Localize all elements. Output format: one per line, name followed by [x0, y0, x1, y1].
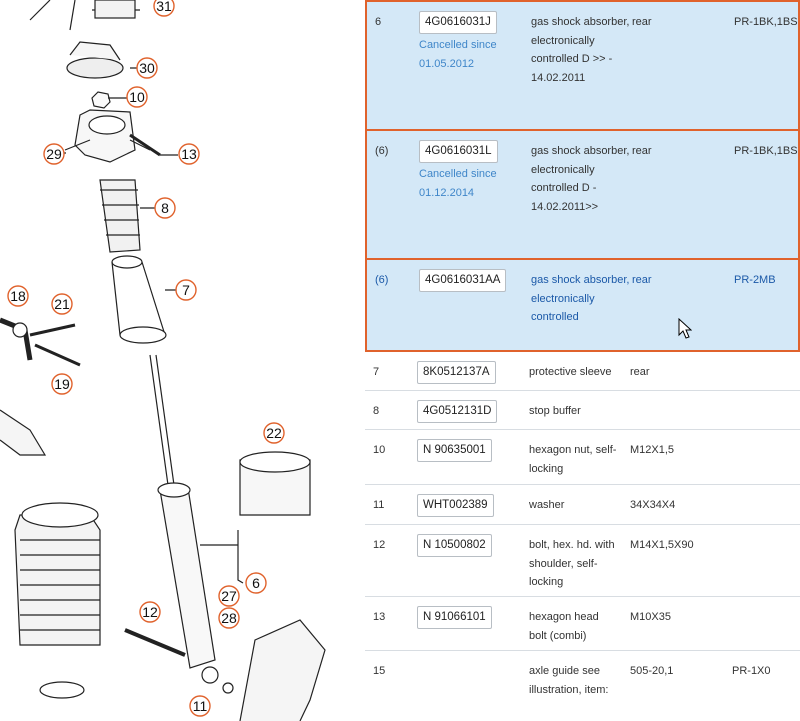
description-cell: axle guide see illustration, item: [529, 665, 609, 696]
remark-cell: 34X34X4 [630, 499, 676, 511]
description-cell: protective sleeve [529, 366, 612, 378]
callout-28: 28 [221, 610, 237, 626]
table-row[interactable]: 11 WHT002389 washer 34X34X4 [365, 485, 800, 525]
remark-cell: 505-20,1 [630, 665, 674, 677]
part-number-field[interactable]: 4G0616031L [419, 140, 498, 163]
part-number-field[interactable]: 4G0512131D [417, 400, 498, 423]
position-cell: 15 [373, 665, 386, 677]
position-cell: 8 [373, 405, 380, 417]
part-number-field[interactable]: N 10500802 [417, 534, 492, 557]
callout-7: 7 [182, 282, 190, 298]
remark-cell: M12X1,5 [630, 444, 675, 456]
description-cell: gas shock absorber, electronically contr… [531, 16, 630, 84]
callout-30: 30 [139, 60, 155, 76]
description-cell: bolt, hex. hd. with shoulder, self-locki… [529, 539, 615, 588]
table-row-hovered[interactable]: (6) 4G0616031AA gas shock absorber, elec… [365, 260, 800, 352]
callout-10: 10 [129, 89, 145, 105]
table-row[interactable]: (6) 4G0616031L Cancelled since 01.12.201… [365, 131, 800, 260]
description-cell: stop buffer [529, 405, 581, 417]
position-cell: (6) [375, 274, 389, 286]
table-row[interactable]: 12 N 10500802 bolt, hex. hd. with should… [365, 525, 800, 597]
table-row[interactable]: 15 axle guide see illustration, item: 50… [365, 651, 800, 721]
cancelled-status: Cancelled since 01.12.2014 [419, 168, 497, 199]
callout-21: 21 [54, 296, 70, 312]
position-cell: 11 [373, 499, 385, 511]
table-row[interactable]: 10 N 90635001 hexagon nut, self-locking … [365, 430, 800, 485]
description-cell: gas shock absorber, electronically contr… [531, 274, 630, 323]
description-cell: washer [529, 499, 565, 511]
position-cell: 13 [373, 611, 386, 623]
table-row[interactable]: 7 8K0512137A protective sleeve rear [365, 352, 800, 391]
callout-13: 13 [181, 146, 197, 162]
callout-22: 22 [266, 425, 282, 441]
callout-27: 27 [221, 588, 237, 604]
remark-cell: rear [632, 145, 652, 157]
position-cell: 7 [373, 366, 380, 378]
remark-cell: rear [632, 16, 652, 28]
parts-table: 6 4G0616031J Cancelled since 01.05.2012 … [365, 0, 800, 721]
description-cell: hexagon nut, self-locking [529, 444, 617, 475]
position-cell: 12 [373, 539, 386, 551]
pr-code-cell: PR-2MB [734, 274, 776, 286]
exploded-view-diagram: 31 30 10 13 29 8 7 18 21 19 22 6 27 28 1… [0, 0, 365, 721]
description-cell: gas shock absorber, electronically contr… [531, 145, 630, 213]
description-cell: hexagon head bolt (combi) [529, 611, 599, 642]
part-number-field[interactable]: N 90635001 [417, 439, 492, 462]
callout-19: 19 [54, 376, 70, 392]
position-cell: 10 [373, 444, 386, 456]
position-cell: 6 [375, 16, 382, 28]
table-row[interactable]: 6 4G0616031J Cancelled since 01.05.2012 … [365, 0, 800, 131]
position-cell: (6) [375, 145, 389, 157]
cancelled-status: Cancelled since 01.05.2012 [419, 39, 497, 70]
callout-12: 12 [142, 604, 158, 620]
part-number-field[interactable]: N 91066101 [417, 606, 492, 629]
callout-18: 18 [10, 288, 26, 304]
suspension-illustration: 31 30 10 13 29 8 7 18 21 19 22 6 27 28 1… [0, 0, 326, 721]
callout-29: 29 [46, 146, 62, 162]
callout-8: 8 [161, 200, 169, 216]
part-number-field[interactable]: 4G0616031J [419, 11, 497, 34]
mouse-pointer-icon [678, 318, 692, 339]
table-row[interactable]: 13 N 91066101 hexagon head bolt (combi) … [365, 597, 800, 651]
part-number-field[interactable]: 4G0616031AA [419, 269, 507, 292]
remark-cell: M10X35 [630, 611, 671, 623]
remark-cell: rear [630, 366, 650, 378]
pr-code-cell: PR-1X0 [732, 665, 771, 677]
table-row[interactable]: 8 4G0512131D stop buffer [365, 391, 800, 430]
part-number-field[interactable]: 8K0512137A [417, 361, 496, 384]
pr-code-cell: PR-1BK,1BS [734, 145, 798, 157]
callout-11: 11 [193, 698, 208, 714]
callout-6: 6 [252, 575, 260, 591]
pr-code-cell: PR-1BK,1BS [734, 16, 798, 28]
remark-cell: M14X1,5X90 [630, 539, 694, 551]
callout-31: 31 [156, 0, 172, 14]
remark-cell: rear [632, 274, 652, 286]
part-number-field[interactable]: WHT002389 [417, 494, 494, 517]
